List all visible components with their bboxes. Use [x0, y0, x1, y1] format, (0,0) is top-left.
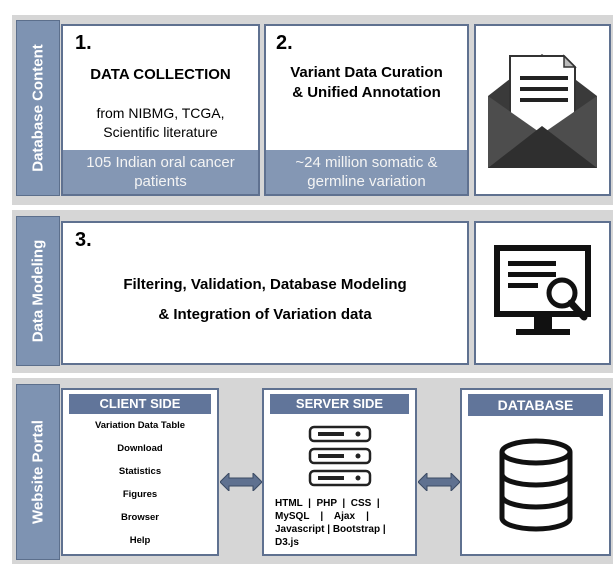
server-tech-line: HTML | PHP | CSS |: [275, 498, 380, 509]
step-number: 2.: [276, 32, 293, 54]
source-line: Scientific literature: [103, 124, 218, 140]
client-item-variation-table: Variation Data Table: [94, 420, 186, 431]
card-title-line: & Unified Annotation: [292, 84, 441, 101]
client-side-card: CLIENT SIDE Variation Data Table Downloa…: [61, 388, 219, 556]
monitor-search-icon: [494, 245, 591, 335]
client-item-download: Download: [117, 443, 163, 454]
client-item-statistics: Statistics: [118, 466, 162, 477]
patients-count-footer: 105 Indian oral cancer patients: [63, 150, 258, 194]
server-tech-line: D3.js: [275, 537, 299, 548]
client-item-browser: Browser: [120, 512, 159, 523]
client-side-header: CLIENT SIDE: [69, 394, 211, 414]
client-item-help: Help: [129, 535, 151, 546]
database-header: DATABASE: [468, 394, 603, 416]
card-title: DATA COLLECTION: [90, 66, 231, 83]
database-content-label: Database Content: [16, 20, 60, 196]
card-title-line: Variant Data Curation: [290, 64, 443, 81]
data-collection-card: 1. DATA COLLECTION from NIBMG, TCGA, Sci…: [61, 24, 260, 196]
modeling-line: & Integration of Variation data: [158, 306, 372, 323]
data-modeling-card: 3. Filtering, Validation, Database Model…: [61, 221, 469, 365]
server-stack-icon: [308, 425, 372, 487]
monitor-card: [474, 221, 611, 365]
step-number: 3.: [75, 229, 92, 251]
server-tech-line: Javascript | Bootstrap |: [275, 524, 386, 535]
database-card: DATABASE: [460, 388, 611, 556]
variant-curation-card: 2. Variant Data Curation & Unified Annot…: [264, 24, 469, 196]
data-modeling-label: Data Modeling: [16, 216, 60, 366]
envelope-card: [474, 24, 611, 196]
variation-count-footer: ~24 million somatic & germline variation: [266, 150, 467, 194]
double-arrow-icon: [418, 473, 460, 491]
step-number: 1.: [75, 32, 92, 54]
double-arrow-icon: [220, 473, 262, 491]
database-cylinder-icon: [499, 438, 573, 532]
server-side-card: SERVER SIDE HTML | PHP | CSS | MySQL | A…: [262, 388, 417, 556]
website-portal-label: Website Portal: [16, 384, 60, 560]
server-side-header: SERVER SIDE: [270, 394, 409, 414]
client-item-figures: Figures: [122, 489, 158, 500]
modeling-line: Filtering, Validation, Database Modeling: [123, 276, 407, 293]
source-line: from NIBMG, TCGA,: [96, 105, 225, 121]
envelope-icon: [488, 54, 597, 168]
server-tech-line: MySQL | Ajax |: [275, 511, 369, 522]
